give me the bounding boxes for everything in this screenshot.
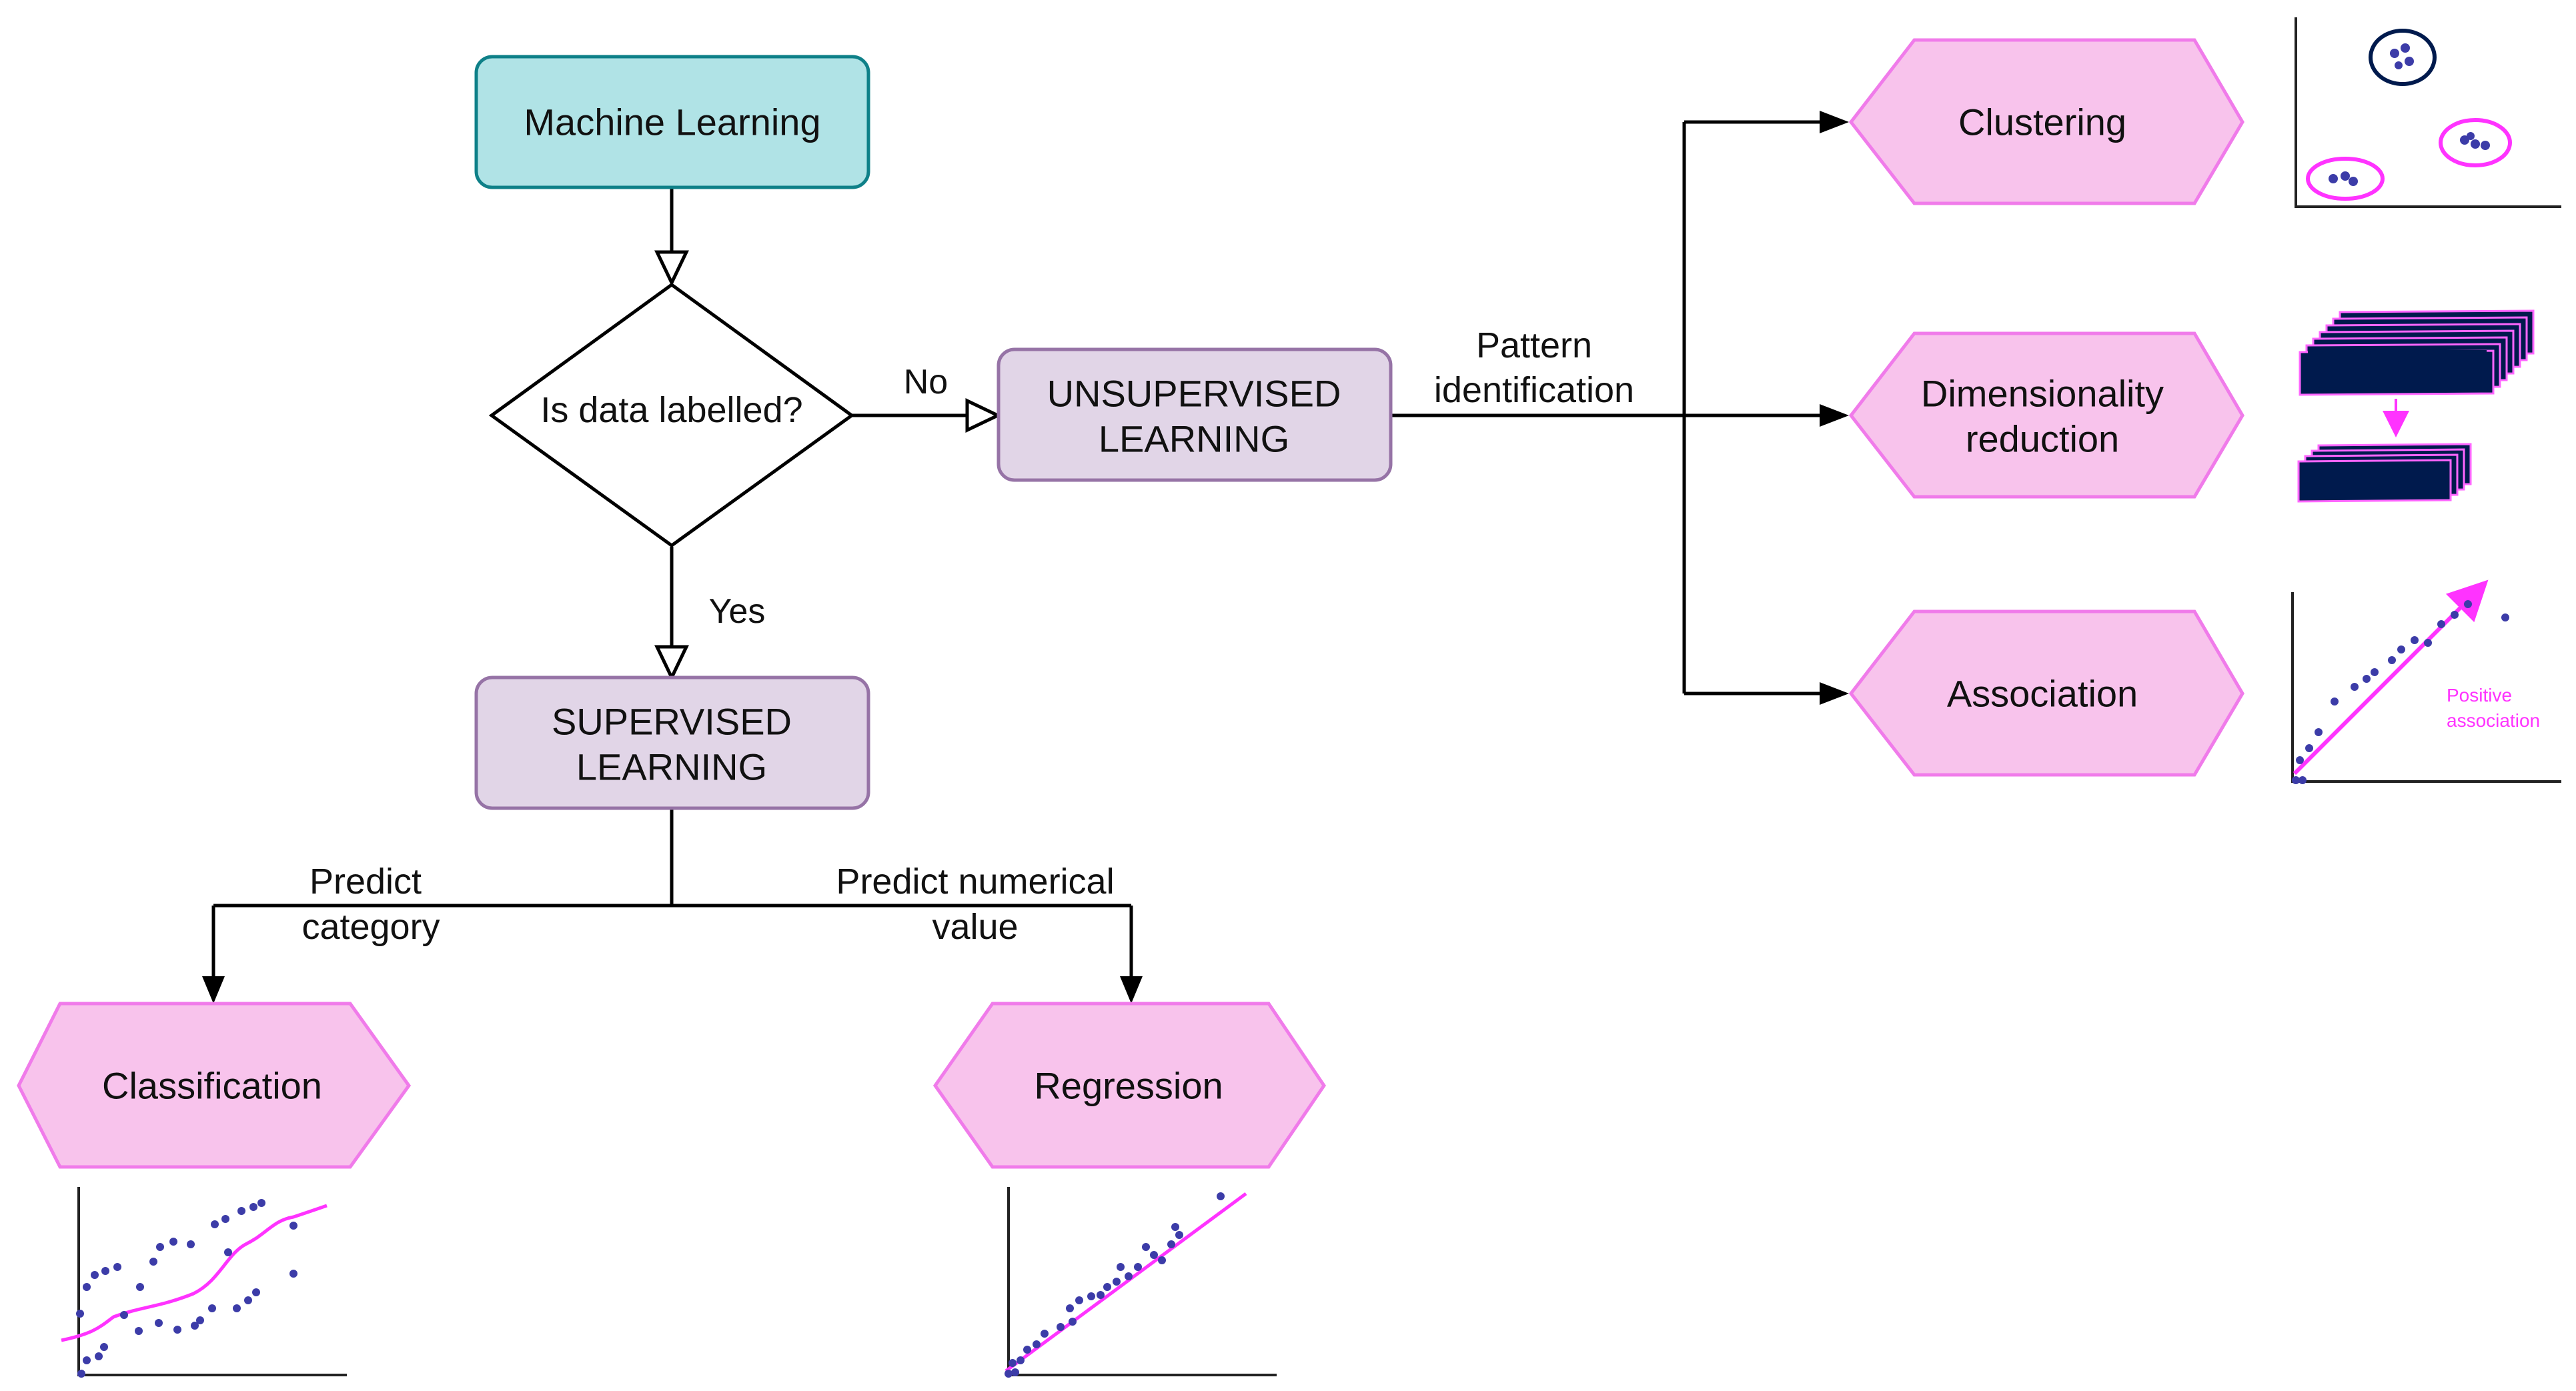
arrowhead-icon [1120, 976, 1143, 1004]
decision-diamond[interactable]: Is data labelled? [488, 282, 855, 548]
edge-label-pattern-line1: Pattern [1476, 325, 1592, 365]
open-arrowhead-icon [965, 398, 1002, 433]
edge-label-predict-numerical-line1: Predict numerical [836, 862, 1114, 902]
supervised-label-line2: LEARNING [576, 746, 767, 788]
dimred-label-line1: Dimensionality [1921, 373, 2164, 415]
supervised-label-line1: SUPERVISED [552, 701, 792, 743]
edge-label-predict-category-line1: Predict [309, 862, 422, 902]
decision-label: Is data labelled? [540, 390, 802, 430]
edge-label-predict-category-line2: category [301, 907, 440, 947]
connectors [202, 111, 1849, 1004]
machine-learning-label: Machine Learning [524, 101, 820, 143]
clustering-node[interactable]: Clustering [1848, 38, 2244, 205]
scatter-trend-icon: Positive association [2291, 579, 2561, 784]
scatter-clusters-icon [2295, 17, 2561, 208]
arrowhead-icon [1820, 111, 1849, 133]
positive-association-line2: association [2447, 710, 2540, 731]
edge-label-yes: Yes [709, 592, 766, 631]
classification-node[interactable]: Classification [17, 1002, 412, 1169]
association-node[interactable]: Association [1848, 609, 2244, 777]
dimred-label-line2: reduction [1966, 418, 2119, 460]
arrowhead-icon [1820, 404, 1849, 427]
stacked-layers-icon [2297, 309, 2535, 503]
regression-node[interactable]: Regression [932, 1002, 1327, 1169]
arrowhead-icon [1820, 682, 1849, 705]
unsupervised-label-line2: LEARNING [1099, 418, 1289, 460]
machine-learning-node[interactable]: Machine Learning [474, 55, 870, 189]
open-arrowhead-icon [654, 250, 689, 287]
scatter-curve-icon [61, 1187, 347, 1378]
positive-association-line1: Positive [2447, 685, 2512, 706]
clustering-label: Clustering [1958, 101, 2126, 143]
unsupervised-learning-node[interactable]: UNSUPERVISED LEARNING [997, 347, 1393, 482]
regression-label: Regression [1034, 1065, 1223, 1107]
open-arrowhead-icon [654, 645, 689, 681]
unsupervised-label-line1: UNSUPERVISED [1047, 373, 1341, 415]
supervised-learning-node[interactable]: SUPERVISED LEARNING [474, 675, 870, 810]
edge-label-no: No [904, 363, 948, 401]
dimensionality-reduction-node[interactable]: Dimensionality reduction [1848, 331, 2244, 499]
edge-label-predict-numerical-line2: value [932, 907, 1018, 947]
edge-label-pattern-line2: identification [1434, 370, 1634, 410]
scatter-line-icon [1005, 1187, 1277, 1378]
association-label: Association [1947, 673, 2138, 715]
arrowhead-icon [202, 976, 225, 1004]
classification-label: Classification [102, 1065, 322, 1107]
